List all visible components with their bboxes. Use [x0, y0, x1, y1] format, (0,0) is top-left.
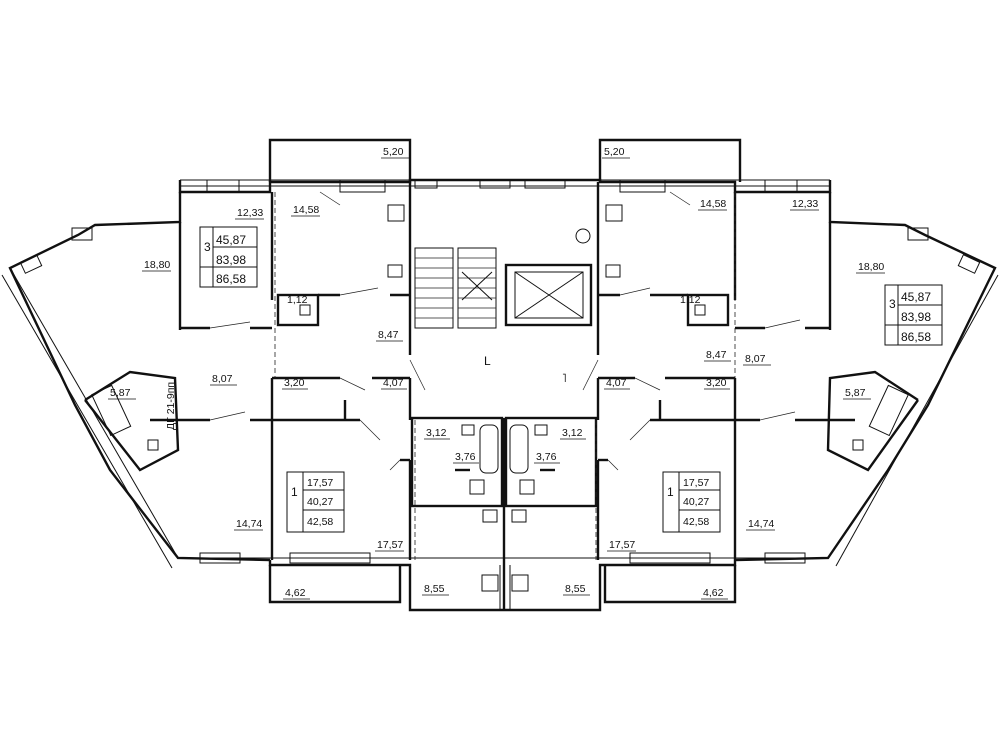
left-room-top-area: 14,58 [293, 204, 319, 216]
left-bottom-room-area: 14,74 [236, 518, 262, 530]
apartment-table-a3-left: 3 45,87 83,98 86,58 [199, 226, 258, 288]
stove-icon [481, 574, 499, 592]
a1-right-living: 17,57 [683, 477, 709, 489]
kitchen-fixtures [147, 204, 864, 592]
left-kitchen-top-area: 12,33 [237, 207, 263, 219]
a3-left-total-balcony: 86,58 [216, 272, 246, 286]
stair-mark-right: ˥ [562, 371, 567, 385]
left-bath-area: 5,87 [110, 387, 131, 399]
right-wc-small-area: 3,76 [536, 451, 557, 463]
left-hall2-area: 3,20 [284, 377, 305, 389]
right-corridor-area: 8,07 [745, 353, 766, 365]
apartment-table-a1-left: 1 17,57 40,27 42,58 [286, 471, 345, 533]
apartment-table-a3-right: 3 45,87 83,98 86,58 [884, 284, 943, 346]
right-wc-area: 1,12 [680, 294, 701, 306]
a3-left-living: 45,87 [216, 233, 246, 247]
apartment-table-a1-right: 1 17,57 40,27 42,58 [662, 471, 721, 533]
stove-icon [387, 204, 405, 222]
toilet-icon [694, 304, 706, 316]
left-wc-small-area: 3,76 [455, 451, 476, 463]
balcony-bottom-right-area: 4,62 [703, 587, 724, 599]
balcony-bottom-mid-right-area: 8,55 [565, 583, 586, 595]
sink-icon [387, 264, 403, 278]
interior-walls [84, 182, 919, 610]
left-hall-area: 8,47 [378, 329, 399, 341]
a1-left-living: 17,57 [307, 477, 333, 489]
stove-icon [605, 204, 623, 222]
stair-mark-left: L [484, 354, 491, 368]
left-vest-area: 4,07 [383, 377, 404, 389]
a3-right-total: 83,98 [901, 310, 931, 324]
left-wc-area: 1,12 [287, 294, 308, 306]
a3-left-rooms: 3 [204, 240, 211, 254]
area-labels: 5,20 5,20 4,62 4,62 8,55 8,55 12,33 14,5… [108, 146, 885, 600]
balcony-bottom-left-area: 4,62 [285, 587, 306, 599]
right-bath-small-area: 3,12 [562, 427, 583, 439]
a1-left-rooms: 1 [291, 485, 298, 499]
left-bath-small-area: 3,12 [426, 427, 447, 439]
right-bath-area: 5,87 [845, 387, 866, 399]
right-vest-area: 4,07 [606, 377, 627, 389]
toilet-icon [299, 304, 311, 316]
right-hall-area: 8,47 [706, 349, 727, 361]
a1-left-total-balcony: 42,58 [307, 516, 333, 528]
toilet-icon [147, 439, 159, 451]
balconies [268, 138, 742, 611]
a3-right-living: 45,87 [901, 290, 931, 304]
balcony-top-left-area: 5,20 [383, 146, 404, 158]
toilet-icon [852, 439, 864, 451]
right-kitchen-bottom-area: 17,57 [609, 539, 635, 551]
right-kitchen-top-area: 12,33 [792, 198, 818, 210]
right-corner-room-area: 18,80 [858, 261, 884, 273]
stairwell: L ˥ [414, 228, 593, 385]
a1-left-total: 40,27 [307, 496, 333, 508]
sink-icon [605, 264, 621, 278]
vent-label: ДГ 21-9пп [165, 382, 177, 430]
left-kitchen-bottom-area: 17,57 [377, 539, 403, 551]
a3-left-total: 83,98 [216, 253, 246, 267]
left-corridor-area: 8,07 [212, 373, 233, 385]
right-bottom-room-area: 14,74 [748, 518, 774, 530]
a3-right-rooms: 3 [889, 297, 896, 311]
balcony-bottom-mid-left-area: 8,55 [424, 583, 445, 595]
a1-right-total-balcony: 42,58 [683, 516, 709, 528]
a3-right-total-balcony: 86,58 [901, 330, 931, 344]
dashed-lines [274, 192, 736, 560]
left-corner-room-area: 18,80 [144, 259, 170, 271]
balcony-top-right-area: 5,20 [604, 146, 625, 158]
a1-right-rooms: 1 [667, 485, 674, 499]
stove-icon [511, 574, 529, 592]
a1-right-total: 40,27 [683, 496, 709, 508]
right-hall2-area: 3,20 [706, 377, 727, 389]
right-room-top-area: 14,58 [700, 198, 726, 210]
door-swings [209, 191, 801, 471]
windows [19, 179, 981, 564]
